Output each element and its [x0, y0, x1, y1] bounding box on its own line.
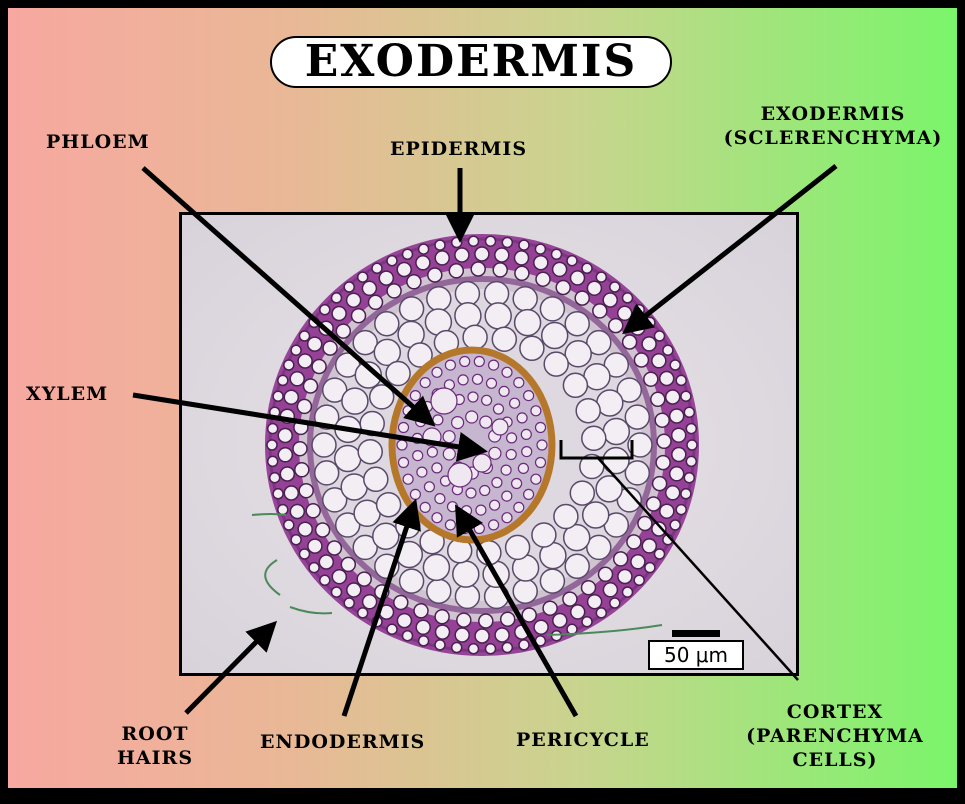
endodermis-label: ENDODERMIS [260, 731, 426, 753]
cortex-label: CORTEX (PARENCHYMA CELLS) [726, 700, 944, 772]
cortex-label-line3: CELLS) [792, 749, 878, 771]
scale-label: 50 μm [648, 640, 744, 670]
endodermis-arrow [341, 498, 421, 717]
cortex-bracket [559, 440, 799, 681]
exodermis-label-line2: (SCLERENCHYMA) [723, 127, 943, 149]
epidermis-label: EPIDERMIS [390, 138, 528, 160]
xylem-label: XYLEM [26, 383, 109, 405]
cortex-label-line2: (PARENCHYMA [746, 725, 924, 747]
label-arrows [132, 164, 838, 718]
exodermis-arrow [622, 164, 838, 335]
pericycle-arrow [455, 504, 579, 718]
root-hairs-label-line1: ROOT [121, 723, 189, 745]
exodermis-label-line1: EXODERMIS [760, 103, 906, 125]
scale-bar [672, 630, 720, 637]
phloem-arrow [141, 166, 436, 427]
root-hairs-arrow [184, 620, 278, 715]
pericycle-label: PERICYCLE [516, 729, 650, 751]
xylem-arrow [132, 392, 488, 462]
diagram-title: EXODERMIS [304, 36, 638, 87]
root-cross-section-micrograph [179, 212, 799, 676]
cortex-label-line1: CORTEX [786, 701, 884, 723]
phloem-label: PHLOEM [46, 131, 150, 153]
title-box: EXODERMIS [270, 36, 672, 88]
exodermis-label: EXODERMIS (SCLERENCHYMA) [708, 102, 958, 150]
root-hairs-label: ROOT HAIRS [100, 722, 210, 770]
root-hairs-label-line2: HAIRS [116, 747, 194, 769]
